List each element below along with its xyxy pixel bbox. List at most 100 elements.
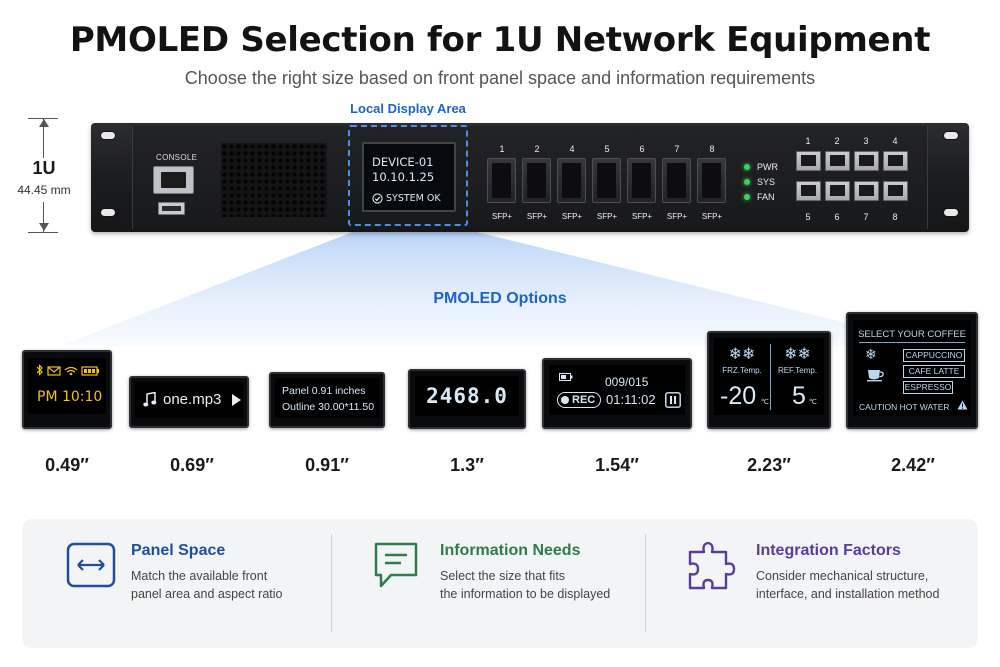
rj45-port-number: 4	[892, 136, 898, 146]
fridge-temp-unit: ℃	[809, 399, 817, 406]
factor-desc-integration-factors: Consider mechanical structure,interface,…	[756, 569, 940, 601]
elapsed-time: 01:11:02	[606, 392, 656, 407]
rj45-port-number: 6	[834, 212, 840, 222]
rj45-port	[825, 181, 850, 201]
sfp-port-number: 7	[674, 144, 680, 154]
record-dot-icon	[561, 396, 569, 404]
selection-factors-panel	[22, 519, 978, 648]
divider	[645, 534, 646, 632]
sfp-port-number: 4	[569, 144, 575, 154]
menu-item-cappuccino: CAPPUCCINO	[903, 349, 965, 362]
rec-label: REC	[572, 394, 596, 406]
track-counter: 009/015	[605, 375, 649, 389]
rj45-port-number: 8	[892, 212, 898, 222]
sfp-port-label: SFP+	[491, 212, 513, 221]
display-status-text: SYSTEM OK	[386, 193, 441, 204]
rj45-port	[883, 181, 908, 201]
sfp-port-number: 1	[499, 144, 505, 154]
numeric-value: 2468.0	[426, 384, 508, 408]
oled-module-242: SELECT YOUR COFFEE ❄ CAPPUCCINO CAFE LAT…	[846, 312, 978, 429]
menu-item-espresso: ESPRESSO	[903, 381, 953, 394]
rj45-port-number: 3	[863, 136, 869, 146]
freezer-temp-unit: ℃	[761, 399, 769, 406]
console-port	[153, 166, 194, 194]
rj45-port	[854, 151, 879, 171]
oled-module-130: 2468.0	[408, 369, 526, 429]
warning-icon	[957, 400, 968, 410]
sfp-port-number: 5	[604, 144, 610, 154]
display-status: SYSTEM OK	[372, 193, 441, 204]
sfp-port-number: 2	[534, 144, 540, 154]
local-display-screen: DEVICE-01 10.10.1.25 SYSTEM OK	[362, 142, 456, 212]
freezer-temp-label: FRZ.Temp.	[722, 366, 762, 375]
rack-mount-hole	[943, 208, 959, 217]
sfp-port-label: SFP+	[666, 212, 688, 221]
local-display-highlight	[348, 125, 468, 226]
time-text: PM 10:10	[37, 389, 103, 405]
status-led-label: SYS	[757, 177, 776, 187]
battery-icon	[559, 373, 573, 381]
page-subtitle: Choose the right size based on front pan…	[184, 68, 816, 88]
page-title: PMOLED Selection for 1U Network Equipmen…	[69, 20, 931, 60]
vent-grille	[221, 143, 327, 217]
mail-icon	[47, 366, 61, 376]
size-label-069: 0.69″	[170, 455, 214, 475]
status-led	[744, 194, 750, 200]
status-led-label: FAN	[757, 192, 775, 202]
rack-mount-hole	[100, 208, 116, 217]
puzzle-icon	[688, 541, 736, 590]
sfp-port-label: SFP+	[631, 212, 653, 221]
rj45-port	[796, 181, 821, 201]
status-led	[744, 164, 750, 170]
size-label-130: 1.3″	[450, 455, 484, 475]
fridge-temp-value: 5	[792, 382, 806, 410]
caution-text: CAUTION HOT WATER	[859, 402, 950, 412]
size-label-091: 0.91″	[305, 455, 349, 475]
rj45-port-number: 7	[863, 212, 869, 222]
rj45-port	[796, 151, 821, 171]
rj45-port-number: 5	[805, 212, 811, 222]
sfp-port-label: SFP+	[596, 212, 618, 221]
oled-module-091: Panel 0.91 inches Outline 30.00*11.50	[269, 372, 385, 428]
snowflake-icon: ❄❄	[728, 346, 756, 363]
rj45-port-number: 2	[834, 136, 840, 146]
sfp-port-number: 6	[639, 144, 645, 154]
sfp-port-label: SFP+	[701, 212, 723, 221]
menu-item-cafe-latte: CAFE LATTE	[903, 365, 965, 378]
message-icon	[374, 542, 418, 588]
display-device-name: DEVICE-01	[372, 155, 434, 169]
sfp-port	[662, 158, 691, 203]
sfp-port-number: 8	[709, 144, 715, 154]
music-note-icon	[143, 392, 157, 407]
sfp-port-label: SFP+	[561, 212, 583, 221]
light-beam	[60, 226, 940, 346]
dimension-mm-label: 44.45 mm	[17, 183, 71, 197]
status-icons-row	[36, 364, 99, 376]
oled-module-069: one.mp3	[129, 376, 249, 428]
factor-title-integration-factors: Integration Factors	[756, 542, 901, 559]
rj45-port	[825, 151, 850, 171]
size-label-242: 2.42″	[891, 455, 935, 475]
divider	[859, 342, 965, 343]
track-name: one.mp3	[163, 391, 222, 408]
snowflake-icon: ❄❄	[784, 346, 811, 363]
factor-title-information-needs: Information Needs	[440, 542, 581, 559]
sfp-port	[487, 158, 516, 203]
rec-badge: REC	[557, 392, 601, 408]
local-display-area-label: Local Display Area	[350, 101, 466, 116]
coffee-cup-icon	[867, 370, 884, 382]
rj45-port	[883, 151, 908, 171]
display-ip-address: 10.10.1.25	[372, 170, 435, 184]
freezer-temp-value: -20	[720, 382, 757, 410]
check-circle-icon	[372, 193, 383, 204]
coffee-menu-title: SELECT YOUR COFFEE	[858, 329, 966, 340]
oled-module-049: PM 10:10	[22, 350, 112, 429]
pmoled-options-title: PMOLED Options	[433, 290, 567, 307]
rack-mount-hole	[100, 131, 116, 140]
steam-icon: ❄	[865, 346, 877, 362]
bluetooth-icon	[36, 364, 43, 376]
factor-title-panel-space: Panel Space	[131, 542, 226, 559]
dimension-1u-label: 1U	[32, 158, 56, 178]
